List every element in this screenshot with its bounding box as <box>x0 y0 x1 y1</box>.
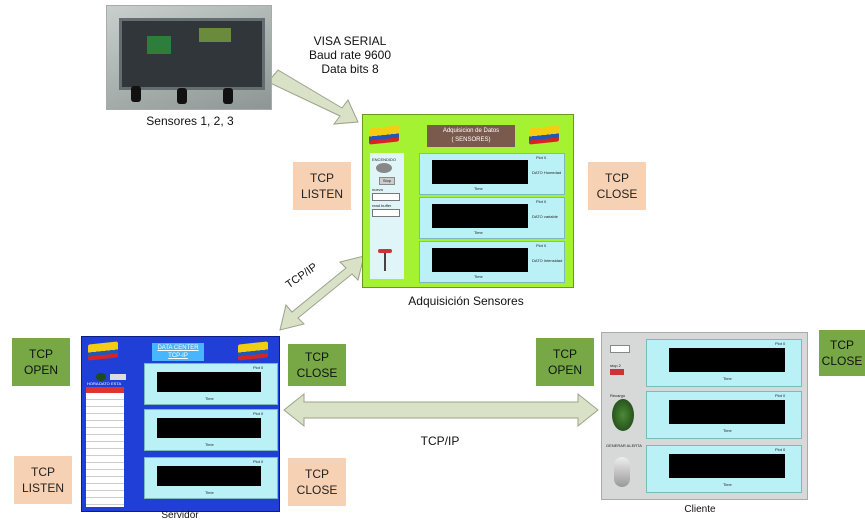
power-button[interactable] <box>376 163 392 173</box>
client-chart-2-plot: Plot 0 <box>775 393 786 398</box>
client-chart-1-time: Time <box>723 376 732 381</box>
flag-right <box>529 125 559 145</box>
data-bits-text: Data bits 8 <box>321 62 379 76</box>
label-nueva: nueva <box>372 187 383 192</box>
server-chart-2-plot: Plot 0 <box>253 411 264 416</box>
server-chart-1-plot: Plot 0 <box>253 365 264 370</box>
client-recargo-label: Recargo <box>610 393 626 398</box>
server-tcp-close-bottom: TCP CLOSE <box>288 458 346 506</box>
server-title-box: DATA CENTER TCP-IP <box>152 343 204 361</box>
server-subtitle: TCP-IP <box>168 353 188 359</box>
server-title: DATA CENTER <box>157 345 199 351</box>
client-stop-button[interactable] <box>610 369 624 375</box>
table-header-hora: HORA <box>87 381 99 386</box>
label-read-buffer: read buffer <box>372 203 392 208</box>
label-encendido: ENCENDIDO <box>372 157 397 162</box>
server-flag-right <box>238 341 268 361</box>
server-chart-3: Plot 0 Time <box>144 457 278 499</box>
server-chart-2-time: Time <box>205 442 214 447</box>
table-header-dato: DATO <box>99 381 110 386</box>
server-chart-1-time: Time <box>205 396 214 401</box>
stop-button[interactable]: Stop <box>379 177 395 185</box>
arrow-sensor-to-acq <box>267 69 359 125</box>
acq-chart-2-data: DATO variable <box>532 214 558 219</box>
server-chart-3-plot: Plot 0 <box>253 459 264 464</box>
client-led <box>612 399 634 431</box>
port-select[interactable] <box>372 193 400 201</box>
server-led <box>96 373 106 381</box>
acq-panel: Adquisicion de Datos ( SENSORES) ENCENDI… <box>362 114 574 288</box>
flag-left <box>369 125 399 145</box>
client-switch[interactable] <box>610 345 630 353</box>
sensor-box-photo <box>106 5 272 110</box>
server-chart-3-time: Time <box>205 490 214 495</box>
acq-controls: ENCENDIDO Stop nueva read buffer <box>370 153 404 279</box>
client-tcp-open: TCP OPEN <box>536 338 594 386</box>
acq-chart-1-time: Time <box>474 186 483 191</box>
arrow-acq-server <box>279 255 365 331</box>
client-stop-label: stop 2 <box>610 363 621 368</box>
server-tcp-close-top: TCP CLOSE <box>288 344 346 386</box>
anemometer-icon <box>378 249 392 271</box>
acq-chart-2-time: Time <box>474 230 483 235</box>
client-chart-3: Plot 0 Time <box>646 445 802 493</box>
acq-chart-1-data: DATO Humedad <box>532 170 562 175</box>
server-panel: DATA CENTER TCP-IP HORA DATO ESTA Plot 0… <box>81 336 280 512</box>
tcpip-horiz-label: TCP/IP <box>420 434 460 448</box>
client-alert-switch[interactable] <box>614 457 630 487</box>
client-caption: Cliente <box>684 504 716 515</box>
acq-chart-2-plot: Plot 0 <box>536 199 547 204</box>
acq-chart-3-data: DATO Intensidad <box>532 258 563 263</box>
visa-serial-text: VISA SERIAL <box>313 34 387 48</box>
server-flag-left <box>88 341 118 361</box>
acq-chart-1: Plot 0 DATO Humedad Time <box>419 153 565 195</box>
server-toggle[interactable] <box>110 374 126 380</box>
client-alert-label: GENERAR ALERTA <box>606 443 642 448</box>
read-buffer-field[interactable] <box>372 209 400 217</box>
acq-title: Adquisicion de Datos <box>442 128 500 134</box>
acq-chart-1-plot: Plot 0 <box>536 155 547 160</box>
acq-tcp-close: TCP CLOSE <box>588 162 646 210</box>
server-tcp-open: TCP OPEN <box>12 338 70 386</box>
sensors-label: Sensores 1, 2, 3 <box>146 114 234 128</box>
client-chart-1-plot: Plot 0 <box>775 341 786 346</box>
server-table: HORA DATO ESTA <box>86 381 124 507</box>
acq-title-box: Adquisicion de Datos ( SENSORES) <box>427 125 515 147</box>
acq-tcp-listen: TCP LISTEN <box>293 162 351 210</box>
acq-subtitle: ( SENSORES) <box>451 137 491 143</box>
server-caption: Servidor <box>161 510 199 521</box>
acq-caption: Adquisición Sensores <box>408 294 524 308</box>
client-chart-2: Plot 0 Time <box>646 391 802 439</box>
acq-chart-2: Plot 0 DATO variable Time <box>419 197 565 239</box>
server-tcp-listen: TCP LISTEN <box>14 456 72 504</box>
client-chart-1: Plot 0 Time <box>646 339 802 387</box>
acq-chart-3-plot: Plot 0 <box>536 243 547 248</box>
server-chart-1: Plot 0 Time <box>144 363 278 405</box>
acq-chart-3-time: Time <box>474 274 483 279</box>
client-chart-3-plot: Plot 0 <box>775 447 786 452</box>
client-panel: stop 2 Recargo GENERAR ALERTA Plot 0 Tim… <box>601 332 808 500</box>
table-header-esta: ESTA <box>111 381 122 386</box>
client-chart-3-time: Time <box>723 482 732 487</box>
baud-rate-text: Baud rate 9600 <box>308 48 392 62</box>
server-chart-2: Plot 0 Time <box>144 409 278 451</box>
client-tcp-close: TCP CLOSE <box>819 330 865 376</box>
arrow-server-client <box>283 392 599 428</box>
acq-chart-3: Plot 0 DATO Intensidad Time <box>419 241 565 283</box>
client-chart-2-time: Time <box>723 428 732 433</box>
